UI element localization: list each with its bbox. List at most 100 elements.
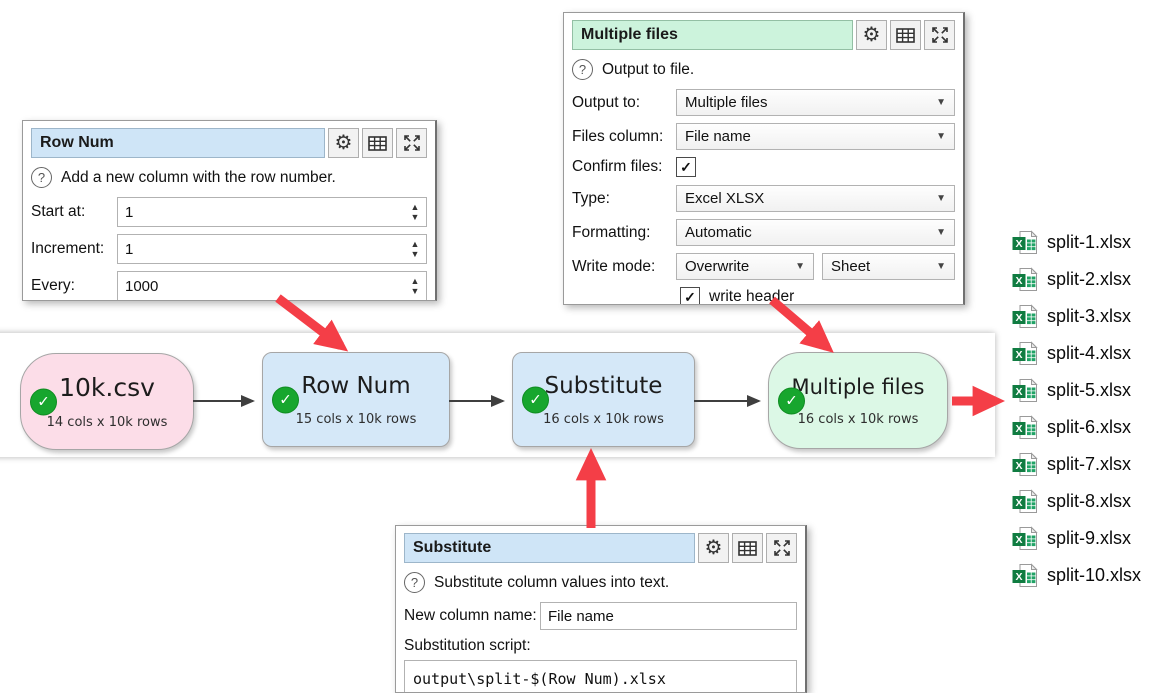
confirm-files-label: Confirm files: — [572, 158, 663, 175]
expand-button[interactable] — [396, 128, 427, 158]
chevron-down-icon: ▼ — [795, 261, 805, 272]
chevron-down-icon: ▼ — [936, 97, 946, 108]
spin-up-icon[interactable]: ▲ — [410, 239, 420, 249]
type-value: Excel XLSX — [685, 190, 765, 207]
list-item[interactable]: X split-10.xlsx — [1012, 562, 1141, 588]
node-meta: 15 cols x 10k rows — [295, 411, 417, 427]
list-item[interactable]: X split-5.xlsx — [1012, 377, 1141, 403]
chevron-down-icon: ▼ — [936, 131, 946, 142]
chevron-down-icon: ▼ — [936, 193, 946, 204]
new-column-name-value: File name — [548, 607, 614, 625]
write-mode-select[interactable]: Overwrite ▼ — [676, 253, 814, 280]
new-column-name-label: New column name: — [404, 607, 537, 624]
spin-down-icon[interactable]: ▼ — [410, 286, 420, 296]
node-row-num[interactable]: ✓ Row Num 15 cols x 10k rows — [262, 352, 450, 447]
list-item[interactable]: X split-8.xlsx — [1012, 488, 1141, 514]
files-column-select[interactable]: File name ▼ — [676, 123, 955, 150]
excel-x-letter: X — [1015, 423, 1022, 435]
excel-x-letter: X — [1015, 312, 1022, 324]
file-label: split-2.xlsx — [1047, 268, 1132, 289]
excel-x-letter: X — [1015, 275, 1022, 287]
excel-x-letter: X — [1015, 534, 1022, 546]
list-item[interactable]: X split-2.xlsx — [1012, 266, 1141, 292]
excel-file-icon: X — [1012, 303, 1038, 328]
panel-header: Multiple files ⚙ — [572, 20, 955, 50]
write-mode-value: Overwrite — [685, 258, 750, 275]
excel-x-letter: X — [1015, 386, 1022, 398]
node-title: Multiple files — [791, 374, 925, 399]
settings-button[interactable]: ⚙ — [698, 533, 729, 563]
settings-button[interactable]: ⚙ — [328, 128, 359, 158]
increment-input[interactable]: 1 ▲ ▼ — [117, 234, 427, 264]
list-item[interactable]: X split-7.xlsx — [1012, 451, 1141, 477]
file-label: split-9.xlsx — [1047, 527, 1132, 548]
excel-x-letter: X — [1015, 460, 1022, 472]
file-label: split-10.xlsx — [1047, 564, 1142, 585]
spin-up-icon[interactable]: ▲ — [410, 276, 420, 286]
output-to-select[interactable]: Multiple files ▼ — [676, 89, 955, 116]
help-text: Add a new column with the row number. — [61, 168, 336, 186]
table-view-button[interactable] — [890, 20, 921, 50]
help-icon[interactable]: ? — [404, 572, 425, 593]
excel-x-letter: X — [1015, 238, 1022, 250]
panel-title: Multiple files — [572, 20, 853, 50]
node-title: Substitute — [544, 372, 663, 399]
write-mode-target-select[interactable]: Sheet ▼ — [822, 253, 955, 280]
expand-button[interactable] — [924, 20, 955, 50]
excel-x-letter: X — [1015, 349, 1022, 361]
spin-up-icon[interactable]: ▲ — [410, 202, 420, 212]
excel-x-letter: X — [1015, 497, 1022, 509]
output-to-value: Multiple files — [685, 94, 768, 111]
check-icon: ✓ — [684, 288, 696, 305]
excel-file-icon: X — [1012, 414, 1038, 439]
expand-icon — [773, 540, 790, 556]
table-view-button[interactable] — [732, 533, 763, 563]
list-item[interactable]: X split-4.xlsx — [1012, 340, 1141, 366]
panel-multiple-files: Multiple files ⚙ ? Output to file. Outpu… — [563, 12, 965, 305]
table-icon — [896, 27, 915, 43]
node-substitute[interactable]: ✓ Substitute 16 cols x 10k rows — [512, 352, 695, 447]
file-label: split-7.xlsx — [1047, 453, 1132, 474]
every-input[interactable]: 1000 ▲ ▼ — [117, 271, 427, 300]
file-label: split-3.xlsx — [1047, 305, 1132, 326]
list-item[interactable]: X split-9.xlsx — [1012, 525, 1141, 551]
excel-file-icon: X — [1012, 229, 1038, 254]
spinner[interactable]: ▲ ▼ — [404, 235, 426, 263]
write-header-checkbox[interactable]: ✓ — [680, 287, 700, 305]
spin-down-icon[interactable]: ▼ — [410, 249, 420, 259]
spinner[interactable]: ▲ ▼ — [404, 198, 426, 226]
settings-button[interactable]: ⚙ — [856, 20, 887, 50]
excel-x-letter: X — [1015, 571, 1022, 583]
formatting-select[interactable]: Automatic ▼ — [676, 219, 955, 246]
help-icon[interactable]: ? — [572, 59, 593, 80]
excel-file-icon: X — [1012, 266, 1038, 291]
substitution-script-input[interactable]: output\split-$(Row Num).xlsx — [404, 660, 797, 692]
spinner[interactable]: ▲ ▼ — [404, 272, 426, 300]
new-column-name-input[interactable]: File name — [540, 602, 797, 630]
spin-down-icon[interactable]: ▼ — [410, 212, 420, 222]
check-glyph: ✓ — [37, 392, 50, 411]
list-item[interactable]: X split-1.xlsx — [1012, 229, 1141, 255]
excel-file-icon: X — [1012, 525, 1038, 550]
type-select[interactable]: Excel XLSX ▼ — [676, 185, 955, 212]
panel-title: Row Num — [31, 128, 325, 158]
node-title: Row Num — [301, 372, 411, 399]
file-label: split-6.xlsx — [1047, 416, 1132, 437]
node-meta: 16 cols x 10k rows — [543, 411, 664, 427]
node-10k-csv[interactable]: ✓ 10k.csv 14 cols x 10k rows — [20, 353, 194, 450]
table-view-button[interactable] — [362, 128, 393, 158]
list-item[interactable]: X split-6.xlsx — [1012, 414, 1141, 440]
node-multiple-files[interactable]: ✓ Multiple files 16 cols x 10k rows — [768, 352, 948, 449]
start-at-input[interactable]: 1 ▲ ▼ — [117, 197, 427, 227]
formatting-label: Formatting: — [572, 223, 651, 241]
help-icon[interactable]: ? — [31, 167, 52, 188]
gear-icon: ⚙ — [704, 537, 723, 559]
status-check-icon: ✓ — [778, 387, 805, 414]
expand-button[interactable] — [766, 533, 797, 563]
node-meta: 14 cols x 10k rows — [46, 415, 168, 430]
table-icon — [368, 135, 387, 151]
confirm-files-checkbox[interactable]: ✓ — [676, 157, 696, 177]
increment-label: Increment: — [31, 240, 105, 257]
list-item[interactable]: X split-3.xlsx — [1012, 303, 1141, 329]
panel-row-num: Row Num ⚙ ? Add a new column with the ro… — [22, 120, 437, 301]
